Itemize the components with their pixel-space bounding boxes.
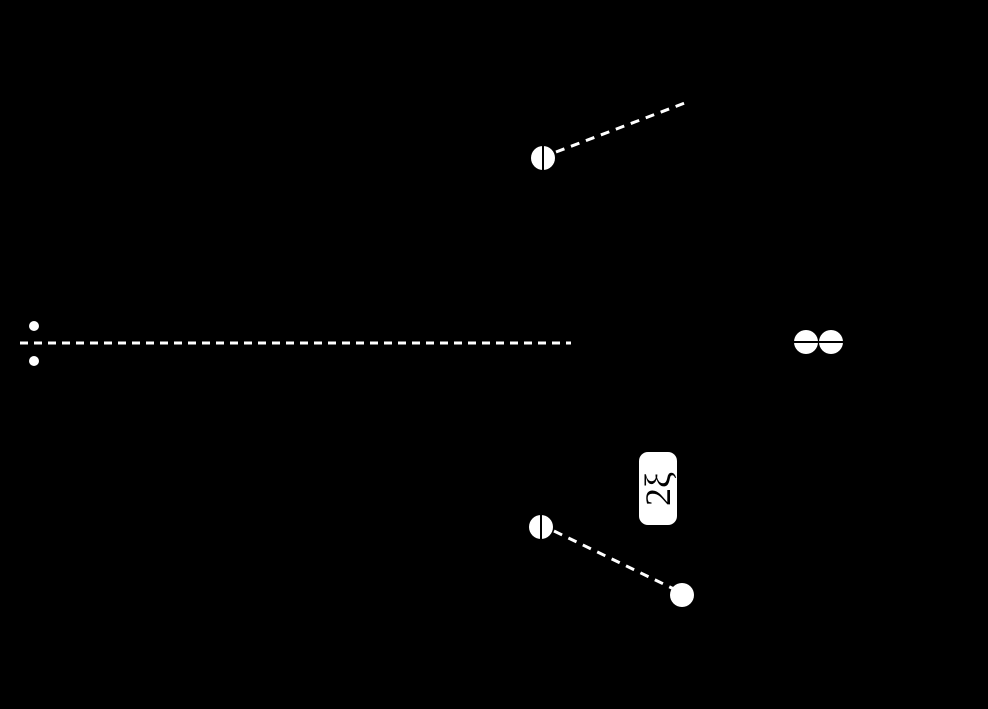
split-circles-group [529,145,844,540]
dashed-lines-group [20,99,691,592]
right-split-circle-right [818,330,844,354]
separation-label-text: 2ξ [638,471,678,506]
upper-ray-dashed-line [555,99,691,154]
separation-label: 2ξ [638,452,678,525]
lower-split-circle [529,514,553,540]
upper-split-circle [531,145,555,171]
left-small-dot-lower [29,356,39,366]
left-small-dot-upper [29,321,39,331]
lower-ray-dashed-line [553,529,677,592]
right-split-circle-left [793,330,819,354]
lower-right-dot [670,583,694,607]
solid-dots-group [29,321,694,607]
